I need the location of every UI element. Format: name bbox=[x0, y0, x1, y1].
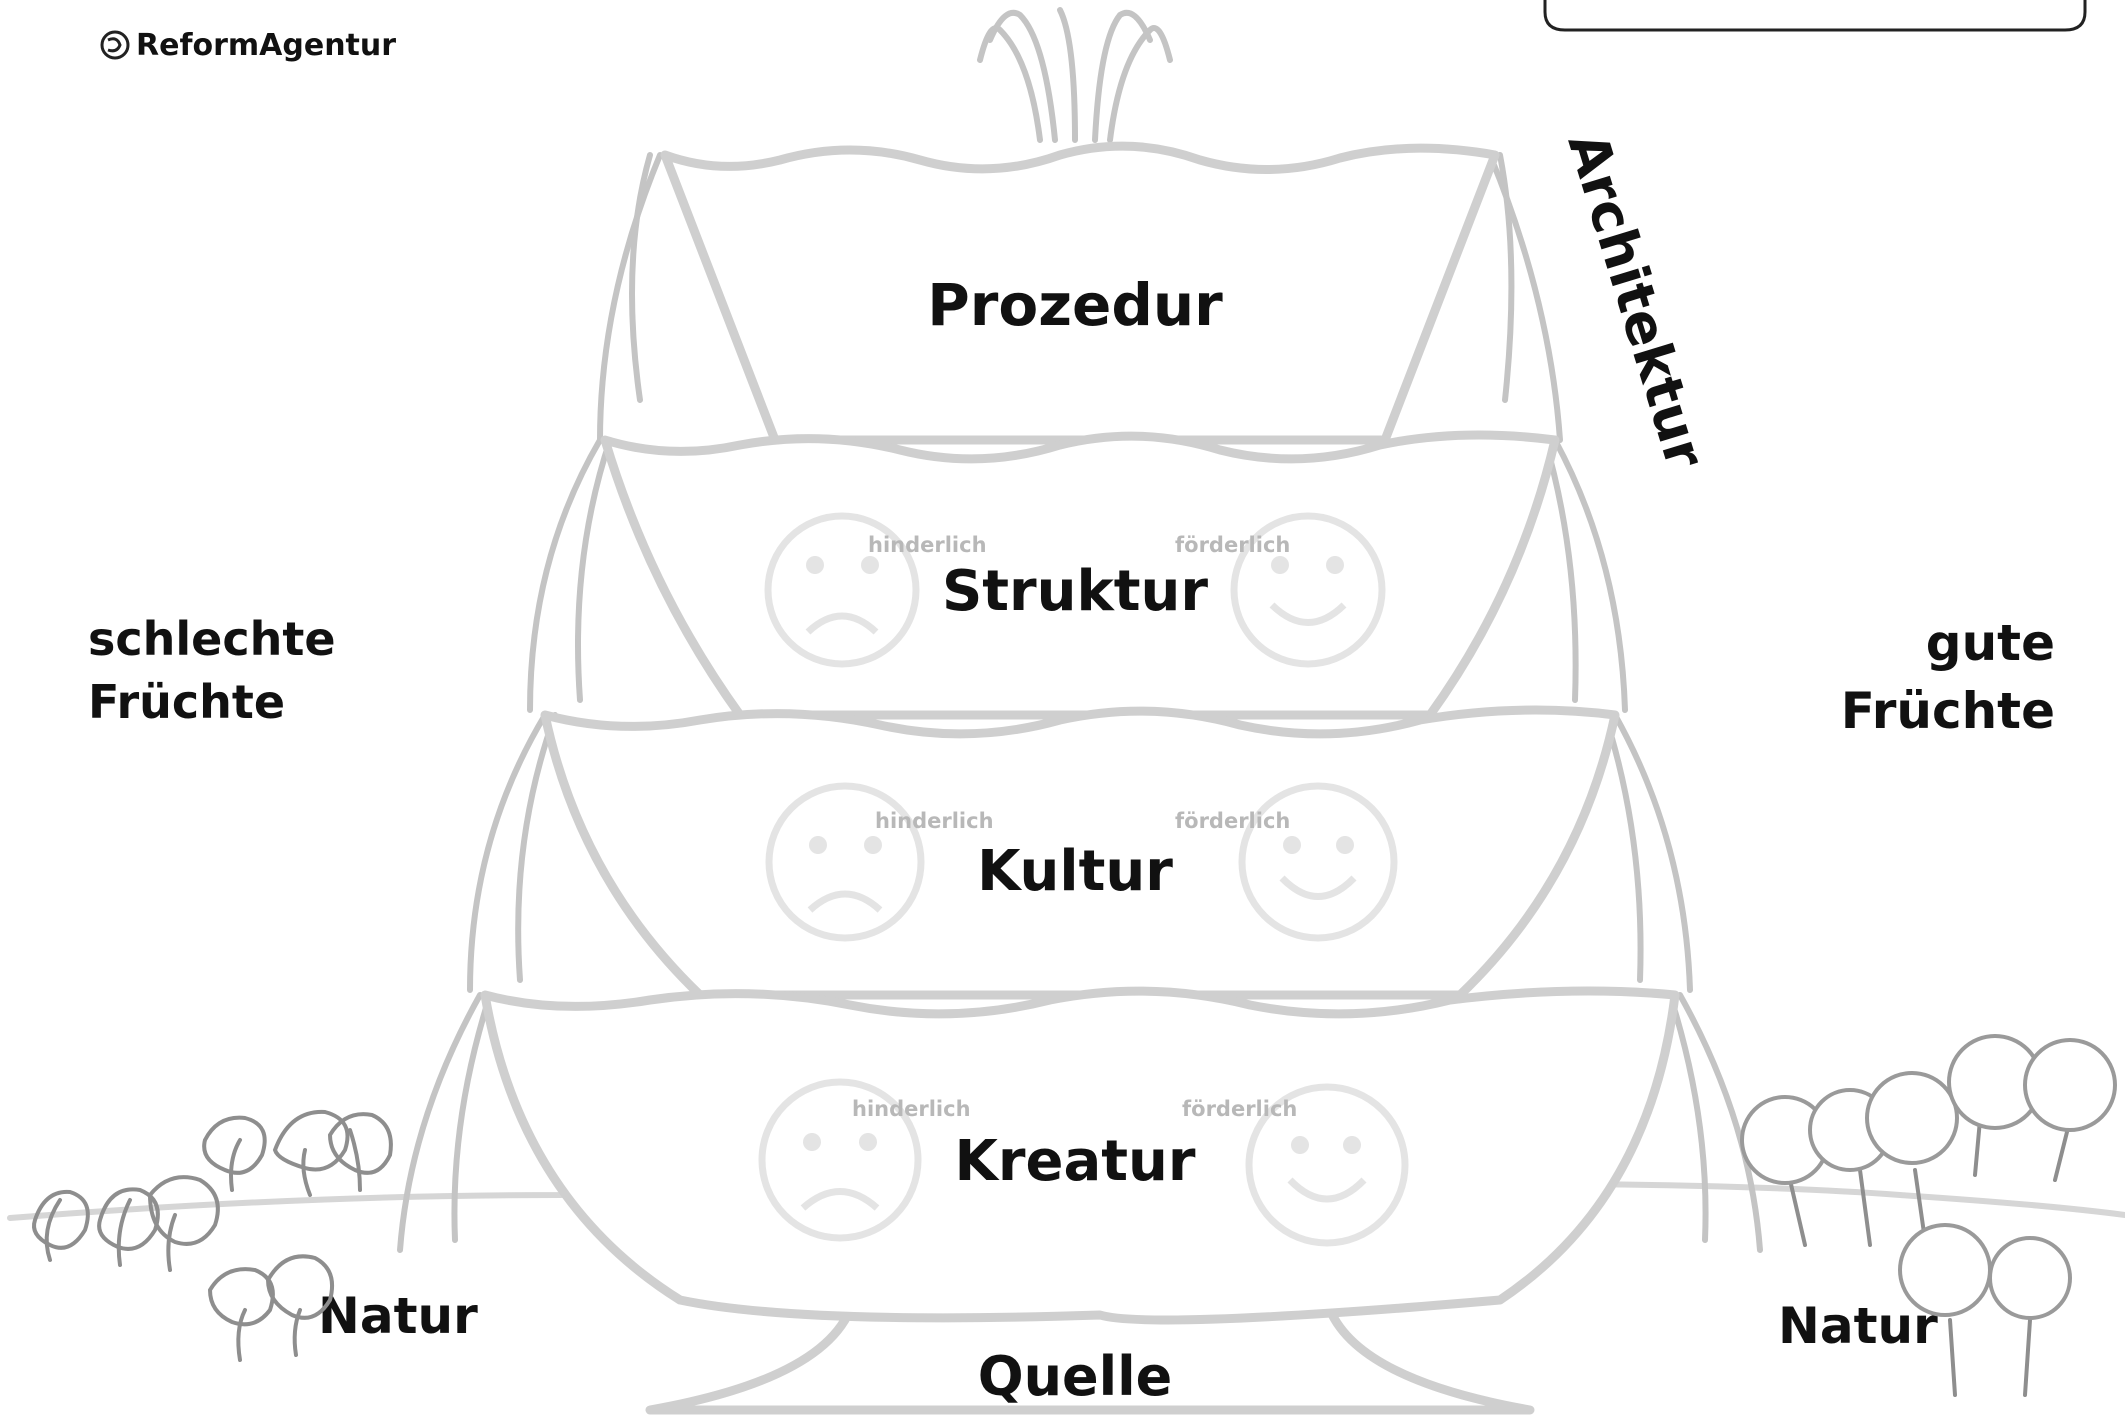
source-label: Quelle bbox=[978, 1345, 1173, 1408]
brand-logo: ReformAgentur bbox=[102, 28, 396, 63]
good-fruits-line1: gute bbox=[1926, 614, 2055, 672]
kultur-negative-label: hinderlich bbox=[875, 809, 994, 833]
tier-kultur-title: Kultur bbox=[977, 839, 1173, 904]
tier-struktur-title: Struktur bbox=[942, 559, 1208, 624]
struktur-negative-label: hinderlich bbox=[868, 533, 987, 557]
struktur-positive-label: förderlich bbox=[1175, 533, 1290, 557]
brand-logo-text: ReformAgentur bbox=[136, 28, 396, 63]
frame-box bbox=[1545, 0, 2085, 30]
bad-fruits-line2: Früchte bbox=[88, 675, 285, 729]
reformagentur-logo-icon bbox=[102, 32, 128, 58]
kreatur-positive-label: förderlich bbox=[1182, 1097, 1297, 1121]
tier-prozedur-title: Prozedur bbox=[927, 271, 1223, 339]
architektur-label: Architektur bbox=[1556, 125, 1718, 475]
good-fruits-line2: Früchte bbox=[1841, 682, 2055, 740]
kreatur-negative-label: hinderlich bbox=[852, 1097, 971, 1121]
natur-left-label: Natur bbox=[318, 1287, 478, 1345]
fountain-spray bbox=[980, 10, 1170, 140]
natur-right-label: Natur bbox=[1778, 1297, 1938, 1355]
tier-kreatur-title: Kreatur bbox=[954, 1129, 1195, 1194]
bad-fruits-line1: schlechte bbox=[88, 612, 336, 666]
kultur-positive-label: förderlich bbox=[1175, 809, 1290, 833]
